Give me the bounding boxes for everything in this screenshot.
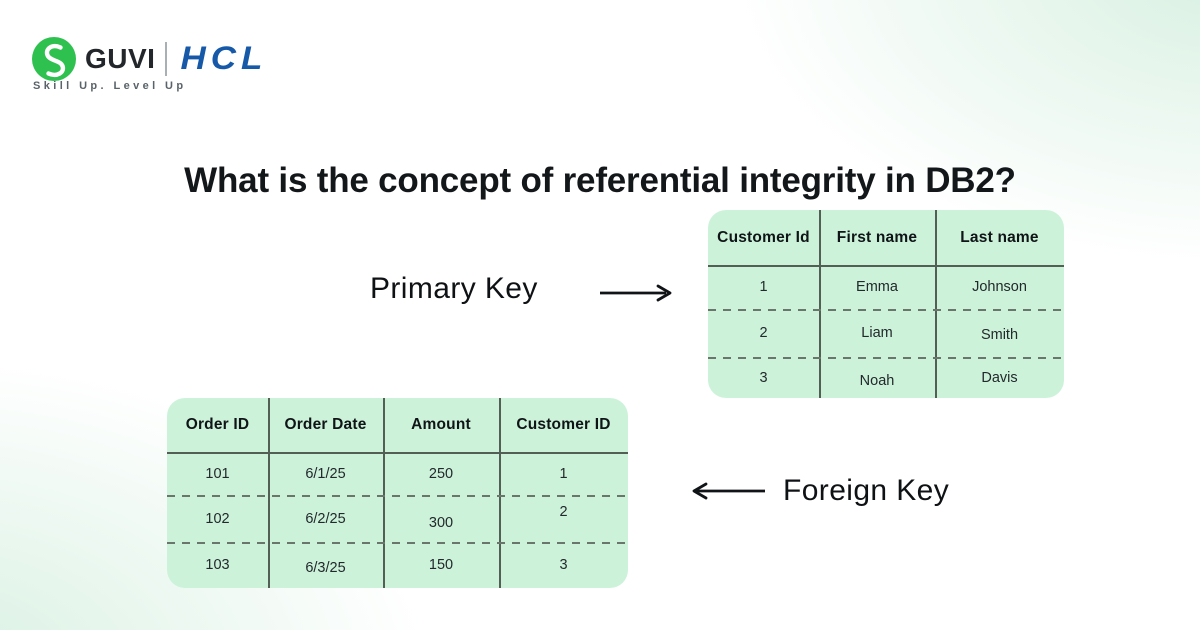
orders-cell: 1	[559, 465, 568, 482]
brand-divider	[165, 42, 168, 76]
orders-cell: 6/1/25	[305, 465, 346, 482]
row-divider-dashed	[708, 357, 1064, 359]
orders-cell: 102	[205, 510, 230, 527]
brand-tagline: Skill Up. Level Up	[33, 80, 187, 92]
customers-cell: 3	[759, 369, 768, 386]
guvi-logo-icon	[32, 37, 76, 81]
primary-key-arrow	[600, 284, 672, 302]
orders-header-cell: Amount	[411, 416, 471, 433]
row-divider-dashed	[708, 309, 1064, 311]
foreign-key-label: Foreign Key	[783, 474, 950, 507]
customers-cell: Smith	[980, 327, 1019, 343]
orders-cell: 103	[205, 557, 230, 573]
row-divider-dashed	[167, 495, 628, 497]
orders-cell: 6/3/25	[305, 560, 346, 576]
row-divider-dashed	[167, 542, 628, 544]
column-divider	[499, 398, 501, 588]
customers-header-cell: First name	[836, 228, 918, 246]
foreign-key-arrow	[692, 482, 765, 500]
orders-header-cell: Order ID	[185, 416, 250, 433]
customers-table: Customer Id First name Last name 1 Emma …	[708, 210, 1064, 398]
customers-cell: Johnson	[972, 279, 1027, 295]
customers-cell: 1	[759, 279, 768, 295]
customers-header-cell: Customer Id	[717, 228, 810, 246]
customers-cell: Liam	[861, 325, 893, 341]
orders-cell: 3	[559, 557, 568, 573]
customers-cell: Davis	[981, 369, 1018, 386]
s-curve-glyph-icon	[44, 43, 66, 78]
page-title: What is the concept of referential integ…	[184, 161, 1016, 201]
hcl-wordmark: HCL	[180, 40, 268, 77]
orders-table: Order ID Order Date Amount Customer ID 1…	[167, 398, 628, 588]
customers-cell: Emma	[856, 279, 898, 295]
column-divider	[383, 398, 385, 588]
orders-cell: 2	[559, 503, 568, 520]
orders-header-cell: Order Date	[284, 416, 367, 433]
orders-header-cell: Customer ID	[516, 416, 611, 433]
brand-header: GUVI HCL	[32, 37, 267, 81]
orders-cell: 101	[205, 465, 230, 482]
customers-header-cell: Last name	[960, 228, 1039, 246]
orders-cell: 300	[428, 514, 454, 531]
header-underline	[708, 265, 1064, 267]
customers-cell: Noah	[859, 372, 895, 389]
header-underline	[167, 452, 628, 454]
orders-cell: 150	[428, 557, 454, 573]
column-divider	[819, 210, 821, 398]
orders-cell: 6/2/25	[305, 510, 346, 527]
orders-cell: 250	[428, 465, 454, 482]
guvi-wordmark: GUVI	[85, 43, 156, 74]
primary-key-label: Primary Key	[370, 272, 538, 305]
column-divider	[935, 210, 937, 398]
customers-cell: 2	[759, 325, 768, 341]
column-divider	[268, 398, 270, 588]
